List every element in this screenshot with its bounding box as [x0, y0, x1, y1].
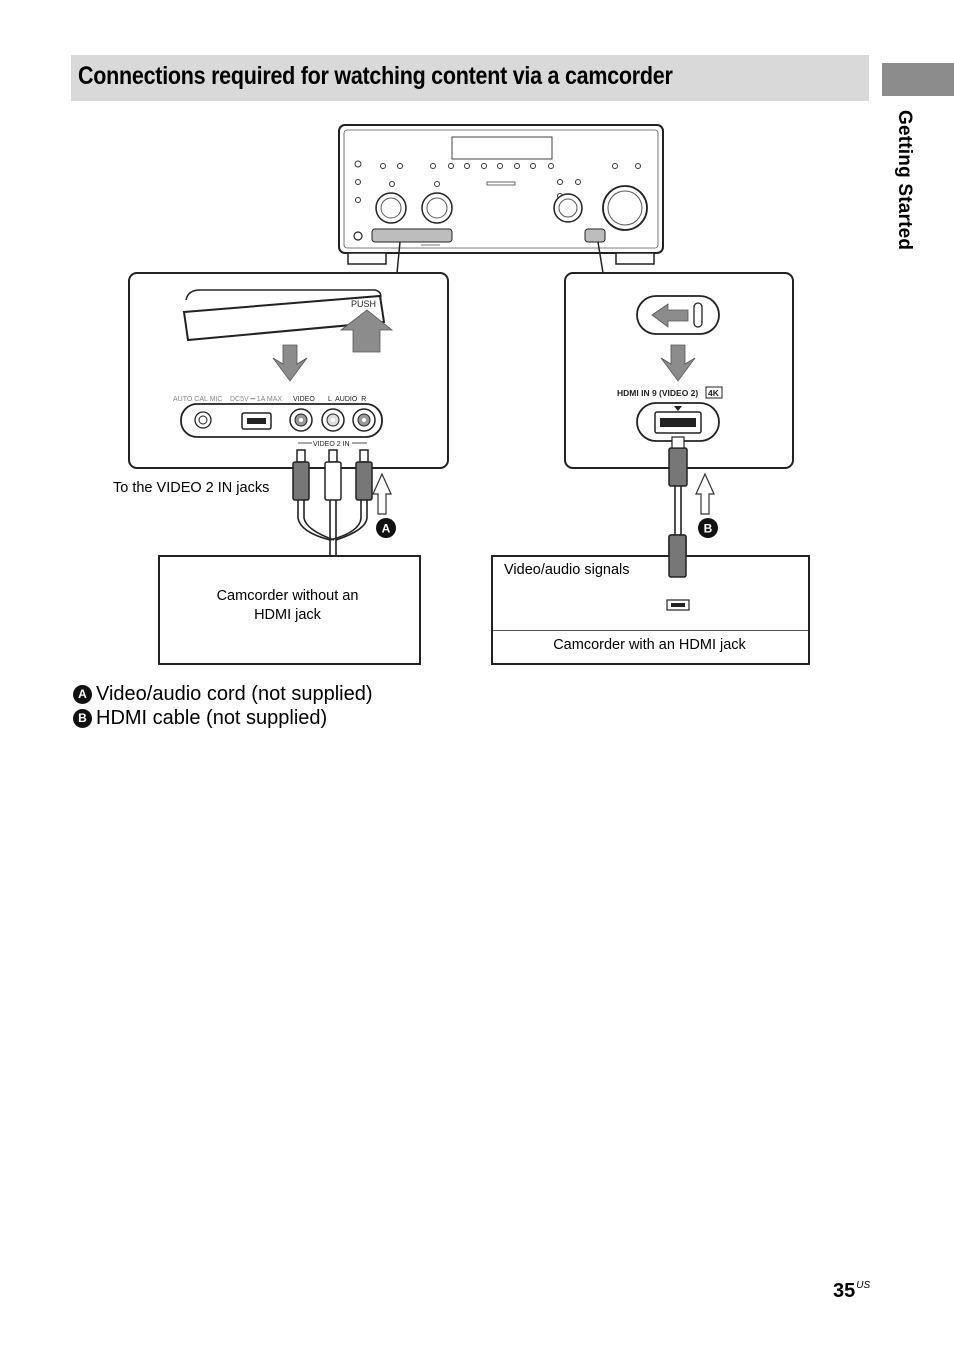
svg-text:L AUDIO R: L AUDIO R	[328, 396, 366, 403]
hdmi-panel-zoom: HDMI IN 9 (VIDEO 2) 4K	[564, 272, 794, 469]
page-title: Connections required for watching conten…	[78, 62, 673, 90]
svg-text:VIDEO: VIDEO	[293, 396, 315, 403]
camcorder-without-hdmi-label: Camcorder without an HDMI jack	[216, 588, 359, 623]
page-number-value: 35	[833, 1280, 856, 1302]
svg-text:4K: 4K	[708, 388, 720, 398]
arrow-down-icon	[272, 344, 308, 382]
svg-text:B: B	[704, 522, 713, 536]
camcorder-with-hdmi-box	[491, 555, 810, 665]
svg-text:AUTO CAL MIC: AUTO CAL MIC	[173, 396, 222, 403]
front-jack-panel-zoom: PUSH AUTO CAL MIC DC5V ━ 1A MAX VIDEO L …	[128, 272, 449, 469]
section-label: Getting Started	[894, 110, 915, 251]
camcorder-with-hdmi-label: Camcorder with an HDMI jack	[553, 637, 746, 653]
box-divider	[493, 630, 808, 631]
arrow-down-icon	[660, 344, 696, 382]
legend-marker: A	[73, 685, 92, 704]
legend-item-b: B HDMI cable (not supplied)	[73, 707, 327, 730]
title-bar	[71, 55, 869, 101]
page-number: 35US	[833, 1280, 870, 1303]
svg-text:HDMI IN 9 (VIDEO 2): HDMI IN 9 (VIDEO 2)	[617, 388, 698, 398]
legend-marker: B	[73, 709, 92, 728]
to-jacks-label: To the VIDEO 2 IN jacks	[113, 480, 270, 496]
av-receiver-illustration	[338, 124, 664, 265]
svg-text:A: A	[382, 522, 391, 536]
arrow-left-icon	[651, 303, 689, 328]
rca-cable	[292, 449, 392, 556]
cable-marker-b: B	[698, 518, 718, 538]
video-jack	[289, 408, 313, 432]
audio-l-jack	[321, 408, 345, 432]
signal-arrow-icon	[695, 472, 715, 515]
audio-r-jack	[352, 408, 376, 432]
legend-text: HDMI cable (not supplied)	[96, 707, 328, 729]
svg-text:VIDEO 2 IN: VIDEO 2 IN	[313, 441, 350, 448]
cable-marker-a: A	[376, 518, 396, 538]
push-cover: PUSH	[182, 289, 394, 353]
legend-item-a: A Video/audio cord (not supplied)	[73, 683, 372, 706]
signal-label: Video/audio signals	[504, 562, 630, 578]
svg-text:PUSH: PUSH	[351, 299, 376, 309]
svg-text:DC5V ━ 1A MAX: DC5V ━ 1A MAX	[230, 396, 282, 403]
signal-arrow-icon	[372, 472, 392, 515]
page-suffix: US	[856, 1280, 871, 1291]
section-tab	[882, 63, 954, 96]
legend-text: Video/audio cord (not supplied)	[96, 683, 373, 705]
hdmi-cable-overlay	[666, 534, 690, 611]
camcorder-without-hdmi-box	[158, 555, 421, 665]
